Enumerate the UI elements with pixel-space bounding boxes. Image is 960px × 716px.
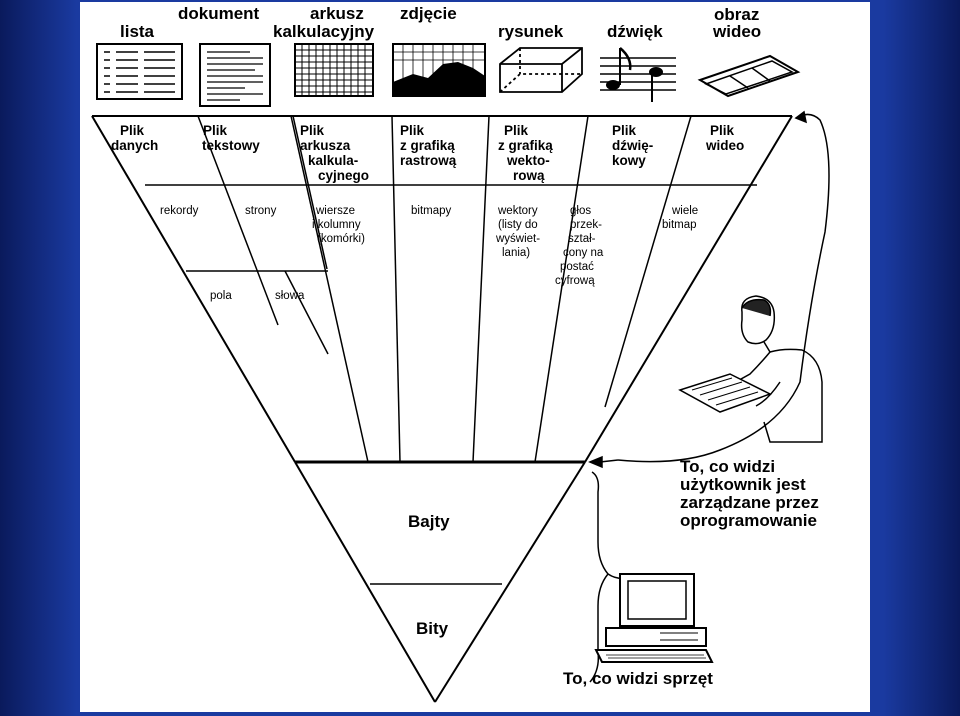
svg-text:rową: rową xyxy=(513,168,545,183)
label-obraz: obraz xyxy=(714,5,759,24)
sub-wiersze: wiersze i kolumny (komórki) xyxy=(312,205,365,245)
svg-text:cony na: cony na xyxy=(563,247,604,259)
svg-text:zarządzane przez: zarządzane przez xyxy=(680,493,819,512)
label-wideo: wideo xyxy=(712,22,761,41)
document-icon xyxy=(199,43,271,107)
sub-slowa: słowa xyxy=(275,290,305,302)
desktop-computer-icon xyxy=(594,573,714,663)
svg-text:bitmap: bitmap xyxy=(662,219,697,231)
svg-text:głos: głos xyxy=(570,205,591,217)
user-arrow xyxy=(588,110,830,469)
svg-text:Plik: Plik xyxy=(504,123,529,138)
category-plik-rastrowa: Plik z grafiką rastrową xyxy=(400,123,457,168)
svg-text:Plik: Plik xyxy=(612,123,637,138)
svg-text:lania): lania) xyxy=(502,247,530,259)
svg-text:To, co widzi: To, co widzi xyxy=(680,457,775,476)
svg-text:cyfrową: cyfrową xyxy=(555,275,595,287)
category-plik-tekstowy: Plik tekstowy xyxy=(202,123,260,153)
sub-glos: głos przek- ształ- cony na postać cyfrow… xyxy=(555,205,604,287)
svg-text:(listy do: (listy do xyxy=(498,219,538,231)
sub-wektory: wektory (listy do wyświet- lania) xyxy=(495,205,540,259)
svg-text:kalkula-: kalkula- xyxy=(308,153,358,168)
svg-text:wideo: wideo xyxy=(705,138,744,153)
svg-text:wyświet-: wyświet- xyxy=(495,233,540,245)
svg-text:kowy: kowy xyxy=(612,153,646,168)
photo-icon xyxy=(392,43,486,97)
svg-text:postać: postać xyxy=(560,261,594,273)
label-zdjecie: zdjęcie xyxy=(400,4,457,23)
sub-pola: pola xyxy=(210,290,232,302)
svg-text:Plik: Plik xyxy=(120,123,145,138)
svg-text:wekto-: wekto- xyxy=(506,153,550,168)
category-plik-danych: Plik danych xyxy=(111,123,158,153)
category-plik-wektorowa: Plik z grafiką wekto- rową xyxy=(498,123,553,183)
sub-wiele-bitmap: wiele bitmap xyxy=(662,205,698,231)
svg-text:z grafiką: z grafiką xyxy=(498,138,553,153)
svg-text:rastrową: rastrową xyxy=(400,153,457,168)
svg-text:przek-: przek- xyxy=(570,219,602,231)
level-bajty: Bajty xyxy=(408,512,450,531)
slide: lista dokument arkusz kalkulacyjny xyxy=(80,2,870,712)
sub-rekordy: rekordy xyxy=(160,205,199,217)
category-plik-arkusza: Plik arkusza kalkula- cyjnego xyxy=(300,123,369,183)
svg-text:tekstowy: tekstowy xyxy=(202,138,260,153)
svg-text:Plik: Plik xyxy=(710,123,735,138)
svg-text:ształ-: ształ- xyxy=(568,233,596,245)
sub-strony: strony xyxy=(245,205,277,217)
category-plik-wideo: Plik wideo xyxy=(705,123,744,153)
label-arkusz: arkusz xyxy=(310,4,364,23)
level-bity: Bity xyxy=(416,619,449,638)
label-dzwiek: dźwięk xyxy=(607,22,663,41)
svg-text:danych: danych xyxy=(111,138,158,153)
sub-bitmapy: bitmapy xyxy=(411,205,452,217)
svg-text:Plik: Plik xyxy=(203,123,228,138)
svg-text:cyjnego: cyjnego xyxy=(318,168,369,183)
svg-text:wiele: wiele xyxy=(671,205,698,217)
category-plik-dzwiekowy: Plik dźwię- kowy xyxy=(612,123,653,168)
music-note-icon xyxy=(600,47,676,102)
svg-text:i kolumny: i kolumny xyxy=(312,219,361,231)
svg-text:wektory: wektory xyxy=(497,205,538,217)
caption-user: To, co widzi użytkownik jest zarządzane … xyxy=(680,457,819,530)
label-rysunek: rysunek xyxy=(498,22,564,41)
svg-text:Plik: Plik xyxy=(400,123,425,138)
list-icon xyxy=(96,43,183,100)
svg-text:dźwię-: dźwię- xyxy=(612,138,653,153)
funnel-dividers xyxy=(145,115,757,463)
svg-text:(komórki): (komórki) xyxy=(317,233,365,245)
svg-text:oprogramowanie: oprogramowanie xyxy=(680,511,817,530)
drawing-icon xyxy=(499,47,583,93)
svg-text:użytkownik jest: użytkownik jest xyxy=(680,475,806,494)
svg-text:arkusza: arkusza xyxy=(300,138,351,153)
svg-text:Plik: Plik xyxy=(300,123,325,138)
caption-hardware: To, co widzi sprzęt xyxy=(563,669,713,688)
person-at-keyboard-icon xyxy=(678,295,823,443)
funnel-outline xyxy=(91,115,793,703)
video-icon xyxy=(697,54,801,98)
svg-text:wiersze: wiersze xyxy=(315,205,355,217)
data-hierarchy-diagram: lista dokument arkusz kalkulacyjny xyxy=(91,4,830,703)
svg-text:z grafiką: z grafiką xyxy=(400,138,455,153)
label-kalkulacyjny: kalkulacyjny xyxy=(273,22,375,41)
label-dokument: dokument xyxy=(178,4,260,23)
spreadsheet-icon xyxy=(294,43,374,97)
label-lista: lista xyxy=(120,22,155,41)
